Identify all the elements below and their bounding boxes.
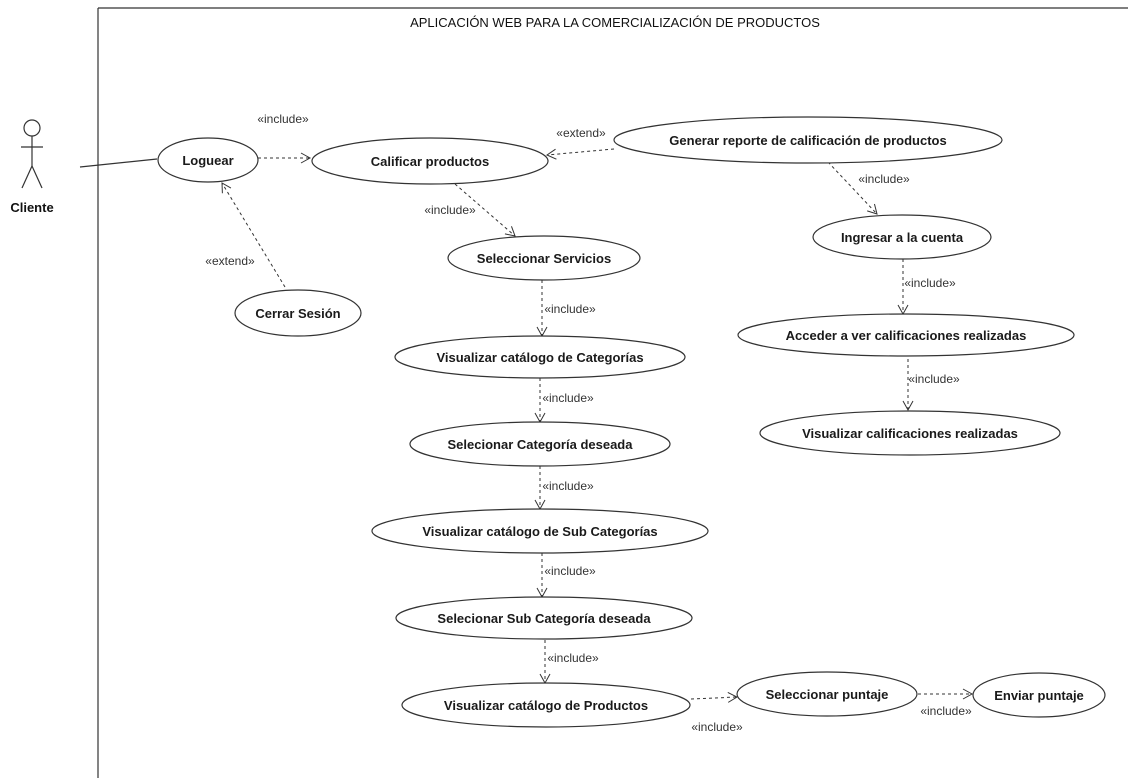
svg-text:Acceder a ver calificaciones r: Acceder a ver calificaciones realizadas (786, 328, 1027, 343)
svg-text:Selecionar Categoría deseada: Selecionar Categoría deseada (448, 437, 634, 452)
svg-text:Seleccionar Servicios: Seleccionar Servicios (477, 251, 611, 266)
svg-text:Enviar puntaje: Enviar puntaje (994, 688, 1084, 703)
svg-text:Generar reporte de calificació: Generar reporte de calificación de produ… (669, 133, 946, 148)
use-case-cerrar-sesion: Cerrar Sesión (234, 289, 362, 337)
system-boundary: APLICACIÓN WEB PARA LA COMERCIALIZACIÓN … (97, 7, 1128, 778)
svg-text:Cerrar Sesión: Cerrar Sesión (255, 306, 340, 321)
actor-cliente: Cliente (10, 119, 54, 215)
edge-cerrar-loguear (221, 182, 286, 288)
use-case-loguear: Loguear (157, 137, 259, 183)
use-case-enviar-puntaje: Enviar puntaje (972, 672, 1106, 718)
svg-text:Ingresar a la cuenta: Ingresar a la cuenta (841, 230, 964, 245)
label-include: «include» (542, 391, 594, 405)
use-case-selecionar-categoria: Selecionar Categoría deseada (409, 421, 671, 467)
label-extend: «extend» (205, 254, 255, 268)
svg-text:Calificar productos: Calificar productos (371, 154, 489, 169)
use-case-seleccionar-servicios: Seleccionar Servicios (447, 235, 641, 281)
svg-text:Selecionar Sub Categoría desea: Selecionar Sub Categoría deseada (437, 611, 651, 626)
use-case-visualizar-categorias: Visualizar catálogo de Categorías (394, 335, 686, 379)
label-include: «include» (544, 564, 596, 578)
use-case-visualizar-calificaciones: Visualizar calificaciones realizadas (759, 410, 1061, 456)
label-include: «include» (547, 651, 599, 665)
association-line (79, 158, 158, 168)
label-include: «include» (904, 276, 956, 290)
relationship-lines (221, 148, 974, 703)
edge-reporte-ingresar (827, 161, 878, 215)
use-case-visualizar-subcategorias: Visualizar catálogo de Sub Categorías (371, 508, 709, 554)
use-case-seleccionar-puntaje: Seleccionar puntaje (736, 671, 918, 717)
use-case-visualizar-productos: Visualizar catálogo de Productos (401, 682, 691, 728)
label-extend: «extend» (556, 126, 606, 140)
use-case-calificar-productos: Calificar productos (311, 137, 549, 185)
use-case-generar-reporte: Generar reporte de calificación de produ… (613, 116, 1003, 164)
svg-text:Visualizar catálogo de Product: Visualizar catálogo de Productos (444, 698, 648, 713)
edge-calificar-servicios (454, 183, 516, 237)
label-include: «include» (920, 704, 972, 718)
use-case-selecionar-subcategoria: Selecionar Sub Categoría deseada (395, 596, 693, 640)
svg-text:Loguear: Loguear (182, 153, 233, 168)
label-include: «include» (424, 203, 476, 217)
edge-productos-puntaje (690, 691, 739, 703)
actor-label: Cliente (10, 200, 53, 215)
use-case-ingresar-cuenta: Ingresar a la cuenta (812, 214, 992, 260)
relationship-labels: «include» «extend» «extend» «include» «i… (205, 112, 972, 734)
label-include: «include» (544, 302, 596, 316)
svg-text:Visualizar calificaciones real: Visualizar calificaciones realizadas (802, 426, 1018, 441)
label-include: «include» (858, 172, 910, 186)
use-case-acceder-calificaciones: Acceder a ver calificaciones realizadas (737, 313, 1075, 357)
label-include: «include» (257, 112, 309, 126)
edge-reporte-calificar (545, 148, 615, 160)
label-include: «include» (542, 479, 594, 493)
system-title: APLICACIÓN WEB PARA LA COMERCIALIZACIÓN … (410, 15, 820, 30)
svg-text:Visualizar catálogo de Categor: Visualizar catálogo de Categorías (436, 350, 643, 365)
svg-text:Visualizar catálogo de Sub Ca: Visualizar catálogo de Sub Categorías (422, 524, 657, 539)
label-include: «include» (908, 372, 960, 386)
label-include: «include» (691, 720, 743, 734)
svg-text:Seleccionar puntaje: Seleccionar puntaje (766, 687, 889, 702)
